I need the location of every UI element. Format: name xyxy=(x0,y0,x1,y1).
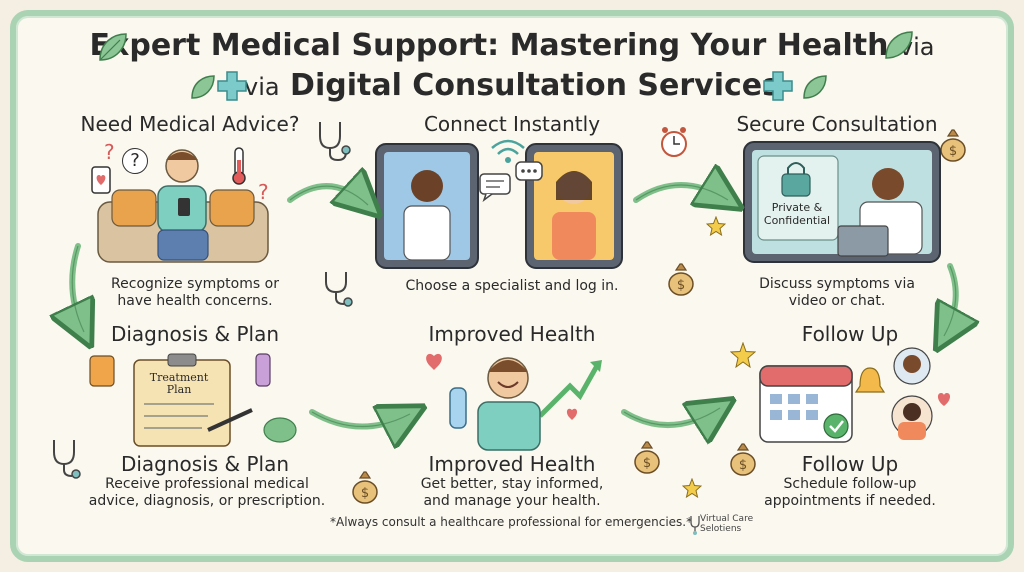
caption-line: video or chat. xyxy=(788,293,886,309)
medical-cross-icon xyxy=(763,71,793,101)
chat-bubble-icon xyxy=(479,173,511,202)
stethoscope-icon xyxy=(325,272,353,307)
step-heading-diagnosis-repeat: Diagnosis & Plan xyxy=(120,452,290,476)
treatment-plan-illustration xyxy=(89,353,297,447)
step-caption-need-advice: Recognize symptoms or have health concer… xyxy=(70,276,320,310)
money-bag-icon: $ xyxy=(668,263,694,296)
clipboard-line: Plan xyxy=(166,383,192,396)
page-title-line-1: Expert Medical Support: Mastering Your H… xyxy=(0,28,1024,63)
happy-person-illustration xyxy=(426,353,602,451)
money-bag-icon: $ xyxy=(940,129,966,162)
step-heading-follow-up: Follow Up xyxy=(801,322,899,346)
step-caption-diagnosis: Receive professional medical advice, dia… xyxy=(62,476,352,510)
step-heading-follow-up-repeat: Follow Up xyxy=(801,452,899,476)
thermometer-icon xyxy=(232,147,246,185)
money-bag-icon: $ xyxy=(634,441,660,474)
step-heading-improved-repeat: Improved Health xyxy=(428,452,596,476)
badge-line: Private & xyxy=(771,201,823,214)
star-icon xyxy=(730,342,756,368)
page-title-line-2: via Digital Consultation Services xyxy=(0,68,1024,103)
svg-text:$: $ xyxy=(643,456,651,471)
caption-line: Recognize symptoms or xyxy=(111,276,279,292)
person-on-couch-illustration xyxy=(97,149,269,263)
question-bubble-icon: ? xyxy=(122,148,148,174)
medical-cross-icon xyxy=(217,71,247,101)
step-caption-secure: Discuss symptoms via video or chat. xyxy=(722,276,952,310)
alarm-clock-icon xyxy=(661,127,687,157)
caption-line: and manage your health. xyxy=(423,493,601,509)
page-frame xyxy=(10,10,1014,562)
wifi-icon xyxy=(491,139,525,163)
caption-line: Discuss symptoms via xyxy=(759,276,915,292)
title-line-2-via: via xyxy=(244,73,280,101)
money-bag-icon: $ xyxy=(730,443,756,476)
star-icon xyxy=(682,478,702,498)
caption-line: appointments if needed. xyxy=(764,493,936,509)
leaf-icon xyxy=(191,75,215,99)
step-heading-diagnosis: Diagnosis & Plan xyxy=(110,322,280,346)
leaf-icon xyxy=(803,75,827,99)
step-heading-connect: Connect Instantly xyxy=(423,112,601,136)
svg-text:$: $ xyxy=(677,278,685,293)
brand-line: Virtual Care xyxy=(700,514,754,524)
leaf-icon xyxy=(885,31,913,59)
clipboard-line: Treatment xyxy=(149,371,209,384)
caption-line: Get better, stay informed, xyxy=(420,476,604,492)
svg-text:$: $ xyxy=(739,458,747,473)
typing-bubble-icon xyxy=(515,161,543,181)
question-mark-icon: ? xyxy=(258,180,269,204)
tablet-doctor-illustration xyxy=(375,143,479,269)
money-bag-icon: $ xyxy=(352,471,378,504)
step-heading-secure: Secure Consultation xyxy=(736,112,938,136)
phone-heart-icon xyxy=(91,166,111,194)
star-icon xyxy=(706,216,726,236)
title-line-2-main: Digital Consultation Services xyxy=(290,68,780,103)
step-heading-need-advice: Need Medical Advice? xyxy=(80,112,300,136)
caption-line: advice, diagnosis, or prescription. xyxy=(88,493,326,509)
leaf-icon xyxy=(99,33,127,61)
step-heading-improved: Improved Health xyxy=(428,322,596,346)
brand-line: Selotiens xyxy=(700,524,742,534)
disclaimer-text: *Always consult a healthcare professiona… xyxy=(330,515,693,529)
clipboard-label: Treatment Plan xyxy=(144,372,214,396)
title-line-1-main: Expert Medical Support: Mastering Your H… xyxy=(89,28,889,63)
step-caption-connect: Choose a specialist and log in. xyxy=(405,278,619,294)
stethoscope-icon xyxy=(53,440,81,479)
svg-text:$: $ xyxy=(949,144,957,159)
heart-bubble-icon xyxy=(937,393,951,406)
brand-logo-text: Virtual Care Selotiens xyxy=(700,514,753,534)
step-caption-improved: Get better, stay informed, and manage yo… xyxy=(382,476,642,510)
calendar-follow-up-illustration xyxy=(759,347,933,443)
badge-line: Confidential xyxy=(763,214,831,227)
stethoscope-icon xyxy=(319,122,351,162)
caption-line: have health concerns. xyxy=(117,293,273,309)
stethoscope-logo-icon xyxy=(690,516,700,535)
step-caption-follow-up: Schedule follow-up appointments if neede… xyxy=(740,476,960,510)
privacy-badge: Private & Confidential xyxy=(753,201,841,227)
tablet-patient-illustration xyxy=(525,143,623,269)
svg-text:$: $ xyxy=(361,486,369,501)
question-mark-icon: ? xyxy=(104,140,115,164)
caption-line: Schedule follow-up xyxy=(783,476,917,492)
caption-line: Receive professional medical xyxy=(105,476,309,492)
